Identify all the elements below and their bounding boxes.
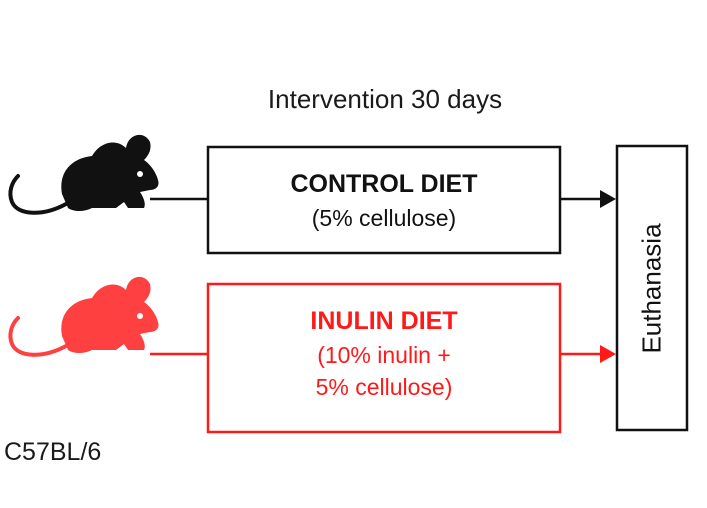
control-diet-label: CONTROL DIET (5% cellulose) bbox=[208, 166, 560, 234]
control-arrowhead bbox=[600, 190, 616, 208]
inulin-diet-detail-2: 5% cellulose) bbox=[315, 374, 453, 400]
euthanasia-label: Euthanasia bbox=[636, 222, 667, 354]
inulin-arrowhead bbox=[600, 345, 616, 363]
inulin-diet-detail-1: (10% inulin + bbox=[317, 342, 451, 368]
diagram-title: Intervention 30 days bbox=[267, 84, 503, 114]
mouse-icon-black bbox=[8, 134, 159, 215]
mouse-icon-red bbox=[8, 276, 159, 357]
euthanasia-box bbox=[615, 144, 689, 432]
control-diet-detail: (5% cellulose) bbox=[311, 205, 457, 231]
mouse-strain-label: C57BL/6 bbox=[4, 438, 102, 466]
inulin-diet-name: INULIN DIET bbox=[310, 307, 458, 335]
inulin-diet-box bbox=[206, 282, 562, 434]
inulin-diet-label: INULIN DIET (10% inulin + 5% cellulose) bbox=[208, 303, 560, 403]
control-diet-name: CONTROL DIET bbox=[290, 170, 478, 198]
euthanasia-label-wrap: Euthanasia bbox=[617, 146, 687, 430]
